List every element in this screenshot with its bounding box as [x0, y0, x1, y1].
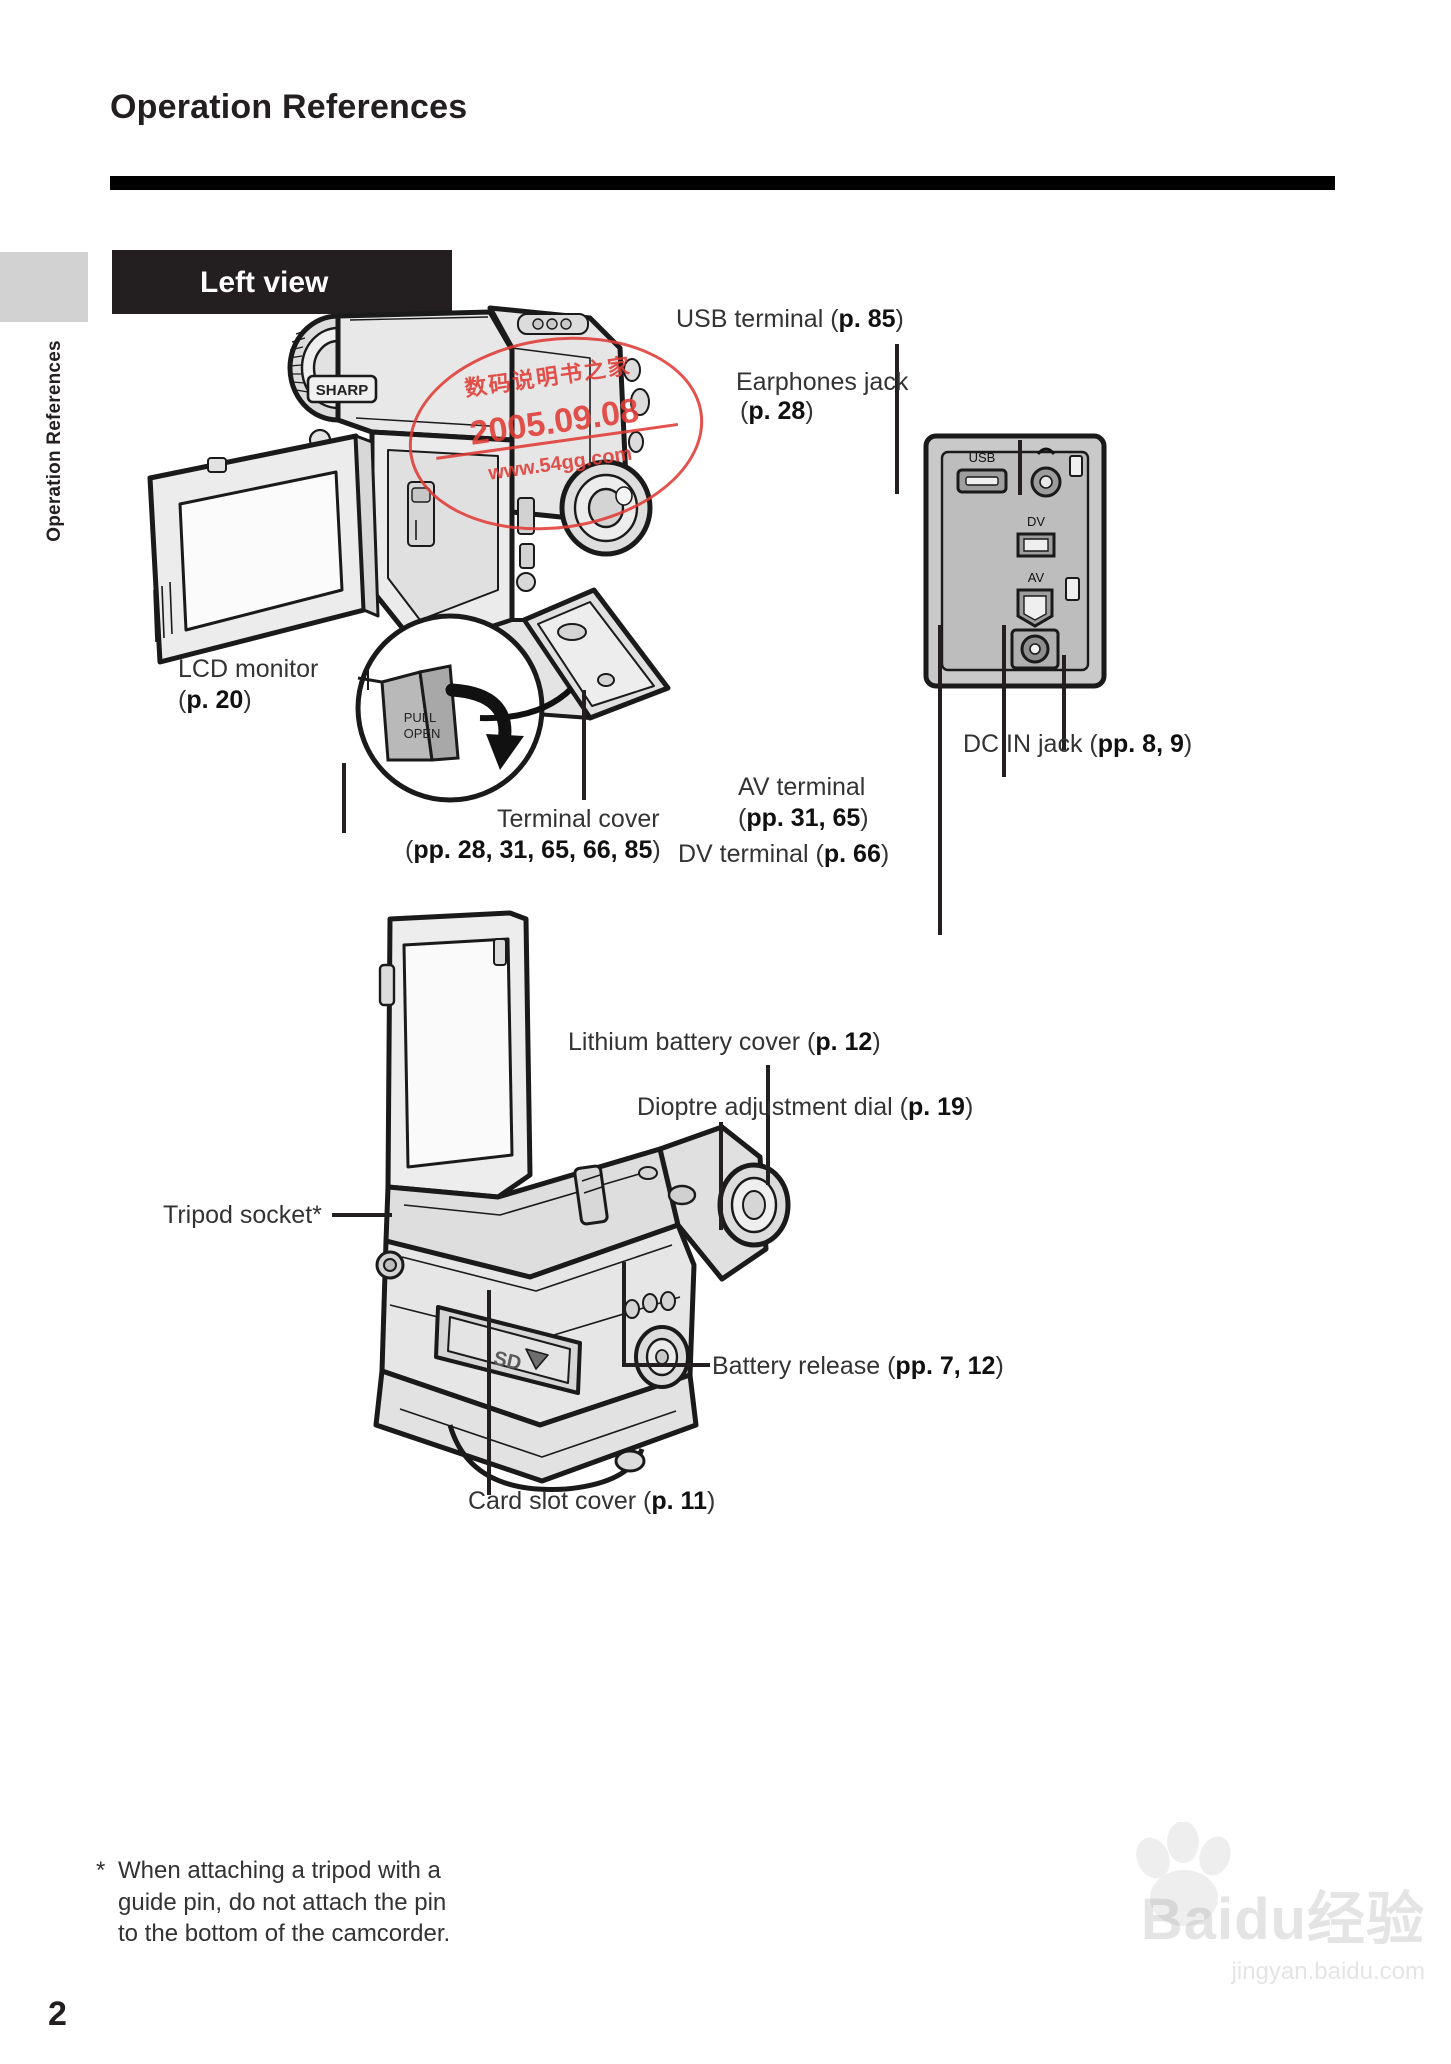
leader-battery-h	[622, 1363, 710, 1367]
dv-port-label: DV	[1027, 514, 1045, 529]
page-title: Operation References	[110, 88, 468, 126]
leader-av	[1002, 625, 1006, 777]
leader-lcd	[342, 763, 346, 833]
callout-terminal-cover-line2: (pp. 28, 31, 65, 66, 85)	[405, 836, 661, 864]
page-number: 2	[48, 1995, 67, 2033]
footnote: * When attaching a tripod with a guide p…	[96, 1855, 458, 1950]
figure-terminal-panel: USB DV AV	[920, 430, 1140, 700]
leader-dioptre	[719, 1122, 723, 1230]
leader-dcin	[1062, 655, 1066, 750]
open-label: OPEN	[404, 726, 441, 741]
leader-cardslot	[487, 1290, 491, 1495]
bottom-view-illustration: SD	[373, 910, 791, 1492]
terminal-panel-illustration: USB DV AV	[923, 433, 1107, 689]
leader-tripod	[332, 1213, 392, 1217]
usb-port-label: USB	[969, 450, 996, 465]
callout-dioptre-adjustment-dial: Dioptre adjustment dial (p. 19)	[637, 1093, 974, 1121]
paw-print-icon	[1136, 1822, 1231, 1926]
callout-earphones-jack-line2: (p. 28)	[740, 397, 814, 425]
callout-lcd-monitor-line2: (p. 20)	[178, 686, 252, 714]
left-view-illustration: SHARP PULL OPEN	[147, 305, 671, 803]
callout-dc-in-jack: DC IN jack (pp. 8, 9)	[963, 730, 1193, 758]
pull-label: PULL	[404, 710, 437, 725]
leader-terminal-cover	[582, 690, 586, 800]
callout-terminal-cover-line1: Terminal cover	[497, 805, 660, 833]
sidebar-chapter-label: Operation References	[44, 340, 65, 542]
baidu-watermark-main: Baidu经验	[1140, 1887, 1425, 1952]
leader-battery-v	[622, 1262, 626, 1367]
baidu-watermark-sub: jingyan.baidu.com	[1231, 1958, 1425, 1985]
sidebar-tab-block	[0, 252, 88, 322]
footnote-marker: *	[96, 1857, 106, 1884]
figure-left-view: SHARP PULL OPEN	[120, 290, 820, 930]
header-rule	[110, 176, 1335, 190]
leader-earphones	[1018, 440, 1022, 495]
callout-usb-terminal: USB terminal (p. 85)	[676, 305, 904, 333]
pull-open-detail-callout: PULL OPEN	[355, 613, 545, 803]
callout-lcd-monitor-line1: LCD monitor	[178, 655, 319, 683]
callout-battery-release: Battery release (pp. 7, 12)	[712, 1352, 1004, 1380]
baidu-watermark: Baidu经验 jingyan.baidu.com	[1141, 1872, 1425, 1986]
callout-card-slot-cover: Card slot cover (p. 11)	[468, 1487, 716, 1515]
footnote-text: When attaching a tripod with a guide pin…	[118, 1857, 451, 1948]
leader-lithium	[766, 1065, 770, 1185]
callout-tripod-socket: Tripod socket*	[163, 1201, 322, 1229]
callout-dv-terminal: DV terminal (p. 66)	[678, 840, 890, 868]
sharp-brand-badge: SHARP	[316, 382, 369, 399]
callout-av-terminal-line2: (pp. 31, 65)	[738, 804, 869, 832]
callout-lithium-battery-cover: Lithium battery cover (p. 12)	[568, 1028, 881, 1056]
leader-dv	[938, 625, 942, 935]
callout-av-terminal-line1: AV terminal	[738, 773, 866, 801]
figure-bottom-view: SD	[330, 905, 810, 1505]
callout-earphones-jack-line1: Earphones jack	[736, 368, 909, 396]
av-port-label: AV	[1028, 570, 1045, 585]
leader-usb	[895, 344, 899, 494]
section-banner-label: Left view	[200, 266, 329, 299]
section-banner: Left view	[112, 250, 452, 314]
